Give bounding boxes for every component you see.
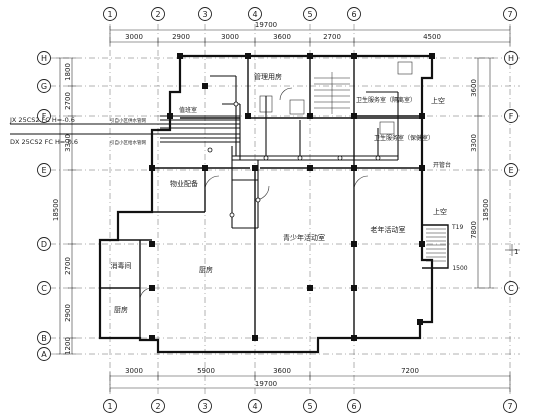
room-well: 开管台 [433,161,451,169]
left-dim-1: 1800 [64,63,72,81]
col-label-bot-2: 2 [155,402,160,411]
col-label-bot-1: 1 [107,402,112,411]
col-label-bot-5: 5 [307,402,312,411]
left-dim-3: 3300 [64,134,72,152]
col-label-top-2: 2 [155,10,160,19]
top-dim-5: 2700 [323,33,341,41]
room-labels: 管理用房 卫生服务室（隔离室） 卫生服务室（保健室） 上空 上空 值班室 物业配… [111,72,452,314]
col-label-top-6: 6 [351,10,356,19]
col-label-top-1: 1 [107,10,112,19]
building-walls [98,54,449,354]
row-label-left-C: C [41,284,47,293]
row-bubbles-left: H G F E D C B A [37,51,51,361]
row-label-left-A: A [41,350,47,359]
room-sanitary-health: 卫生服务室（保健室） [374,134,434,142]
top-dim-2: 2900 [172,33,190,41]
top-total-dim: 19700 [255,21,277,29]
row-label-left-B: B [41,334,47,343]
pipe-note-1-tail: 引自小区供水管网 [110,117,146,124]
column-bubbles-top: 1 2 3 4 5 6 7 [103,7,517,21]
row-bubbles-right: H F E C [504,51,518,295]
row-label-right-C: C [508,284,514,293]
section-mark: 1 [514,248,518,256]
bottom-dim-4: 7200 [401,367,419,375]
room-sanitary-isolation: 卫生服务室（隔离室） [356,96,416,104]
column-bubbles-bottom: 1 2 3 4 5 6 7 [103,399,517,413]
bottom-dim-3: 3600 [273,367,291,375]
room-elderly: 老年活动室 [371,225,406,234]
col-label-bot-3: 3 [202,402,207,411]
row-label-right-H: H [508,54,514,63]
right-dim-1: 3600 [470,79,478,97]
room-open-mid: 上空 [433,207,447,216]
left-dim-5: 2900 [64,304,72,322]
axis-grid [50,24,520,396]
row-label-right-E: E [508,166,513,175]
room-disinfect: 消毒间 [111,261,132,270]
row-label-left-G: G [41,82,47,91]
room-dining: 厨房 [199,265,213,274]
top-dim-1: 3000 [125,33,143,41]
left-dimensions: 18500 1800 2700 3300 2700 2900 1200 [52,57,76,355]
top-dim-6: 4500 [423,33,441,41]
right-extra-dim: 1500 [452,265,467,272]
row-label-left-E: E [41,166,46,175]
pipe-note-1: JX 25CS2 FC H=-0.6 [9,116,75,124]
room-youth: 青少年活动室 [283,233,325,242]
col-label-bot-4: 4 [252,402,257,411]
bottom-dimensions: 3000 5900 3600 7200 19700 [109,367,511,392]
left-dim-2: 2700 [64,92,72,110]
bottom-dim-1: 3000 [125,367,143,375]
bottom-dim-2: 5900 [197,367,215,375]
top-dim-3: 3000 [221,33,239,41]
room-open-top: 上空 [431,96,445,105]
col-label-top-3: 3 [202,10,207,19]
row-label-left-H: H [41,54,47,63]
bottom-total-dim: 19700 [255,380,277,388]
col-label-bot-6: 6 [351,402,356,411]
right-dim-2: 3300 [470,134,478,152]
left-dim-6: 1200 [64,337,72,355]
pipe-notes: JX 25CS2 FC H=-0.6 引自小区供水管网 DX 25CS2 FC … [9,116,463,231]
top-dim-4: 3600 [273,33,291,41]
structural-columns [149,53,435,341]
col-label-top-5: 5 [307,10,312,19]
t19-label: T19 [451,224,463,231]
right-dimensions: 3600 3300 7800 18500 1500 1 [452,57,520,289]
room-property: 物业配备 [170,179,198,188]
row-label-left-F: F [42,112,47,121]
pipe-note-2: DX 25CS2 FC H=-0.6 [10,138,78,146]
pipe-note-2-tail: 引自小区给水管网 [110,139,146,146]
row-label-right-F: F [509,112,514,121]
room-management: 管理用房 [254,72,282,81]
top-dimensions: 19700 3000 2900 3000 3600 2700 4500 [109,21,511,46]
left-total-dim: 18500 [52,199,60,221]
row-label-left-D: D [41,240,47,249]
right-total-dim: 18500 [482,199,490,221]
left-dim-4: 2700 [64,257,72,275]
pipe-network [10,75,399,229]
room-duty: 值班室 [179,106,197,114]
room-kitchen-small: 厨房 [114,305,128,314]
col-label-bot-7: 7 [507,402,512,411]
right-dim-3: 7800 [470,221,478,239]
col-label-top-7: 7 [507,10,512,19]
col-label-top-4: 4 [252,10,257,19]
